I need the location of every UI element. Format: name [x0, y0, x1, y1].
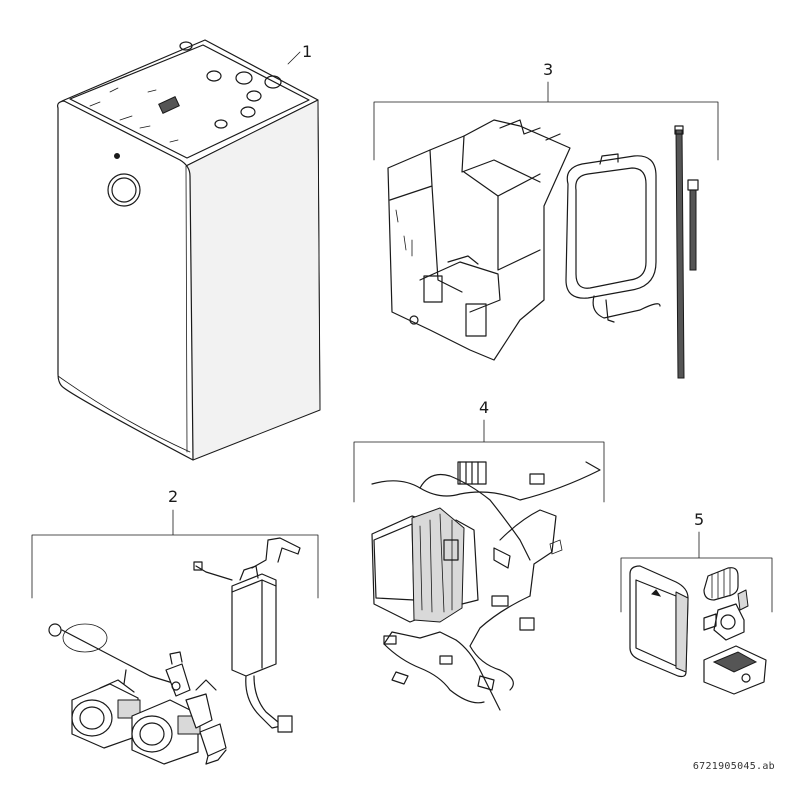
- part-2-pumps-heater: [48, 537, 301, 765]
- part-5-accessories: [629, 565, 767, 695]
- callout-2: 2: [168, 487, 179, 506]
- part-3-hydraulic-assembly: [387, 119, 699, 379]
- callout-4: 4: [479, 398, 490, 417]
- part-1-boiler-casing: [57, 39, 321, 461]
- callout-3: 3: [543, 60, 554, 79]
- callout-leader-lines: [31, 51, 773, 613]
- callout-5: 5: [694, 510, 705, 529]
- callout-1: 1: [302, 42, 313, 61]
- drawing-reference-code: 6721905045.ab: [692, 761, 775, 772]
- part-4-control-unit-wiring: [371, 461, 601, 711]
